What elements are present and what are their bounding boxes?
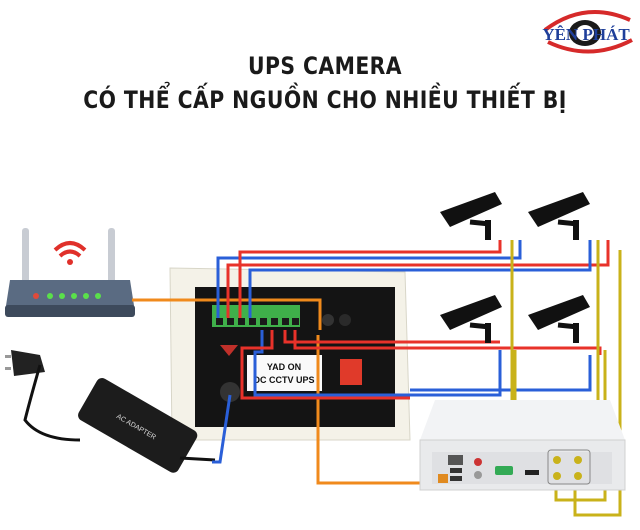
power-plug <box>5 350 81 442</box>
wifi-icon <box>53 241 87 265</box>
cctv-camera <box>440 295 502 343</box>
dvr-recorder <box>419 400 626 491</box>
ups-box: YAD ON DC CCTV UPS <box>169 267 411 441</box>
ups-label-line2: DC CCTV UPS <box>253 375 314 385</box>
title-line-2: CÓ THỂ CẤP NGUỒN CHO NHIỀU THIẾT BỊ <box>83 86 567 114</box>
ac-adapter: AC ADAPTER <box>78 378 216 473</box>
cctv-camera <box>528 192 590 240</box>
cctv-camera <box>528 295 590 343</box>
cctv-camera <box>440 192 502 240</box>
yen-phat-logo: YÊN PHÁT <box>542 10 633 54</box>
ups-label-line1: YAD ON <box>267 362 301 372</box>
power-switch <box>340 359 362 385</box>
wiring <box>132 240 622 517</box>
svg-text:YÊN PHÁT: YÊN PHÁT <box>542 25 630 44</box>
title-line-1: UPS CAMERA <box>247 52 403 80</box>
wifi-router <box>5 228 135 317</box>
